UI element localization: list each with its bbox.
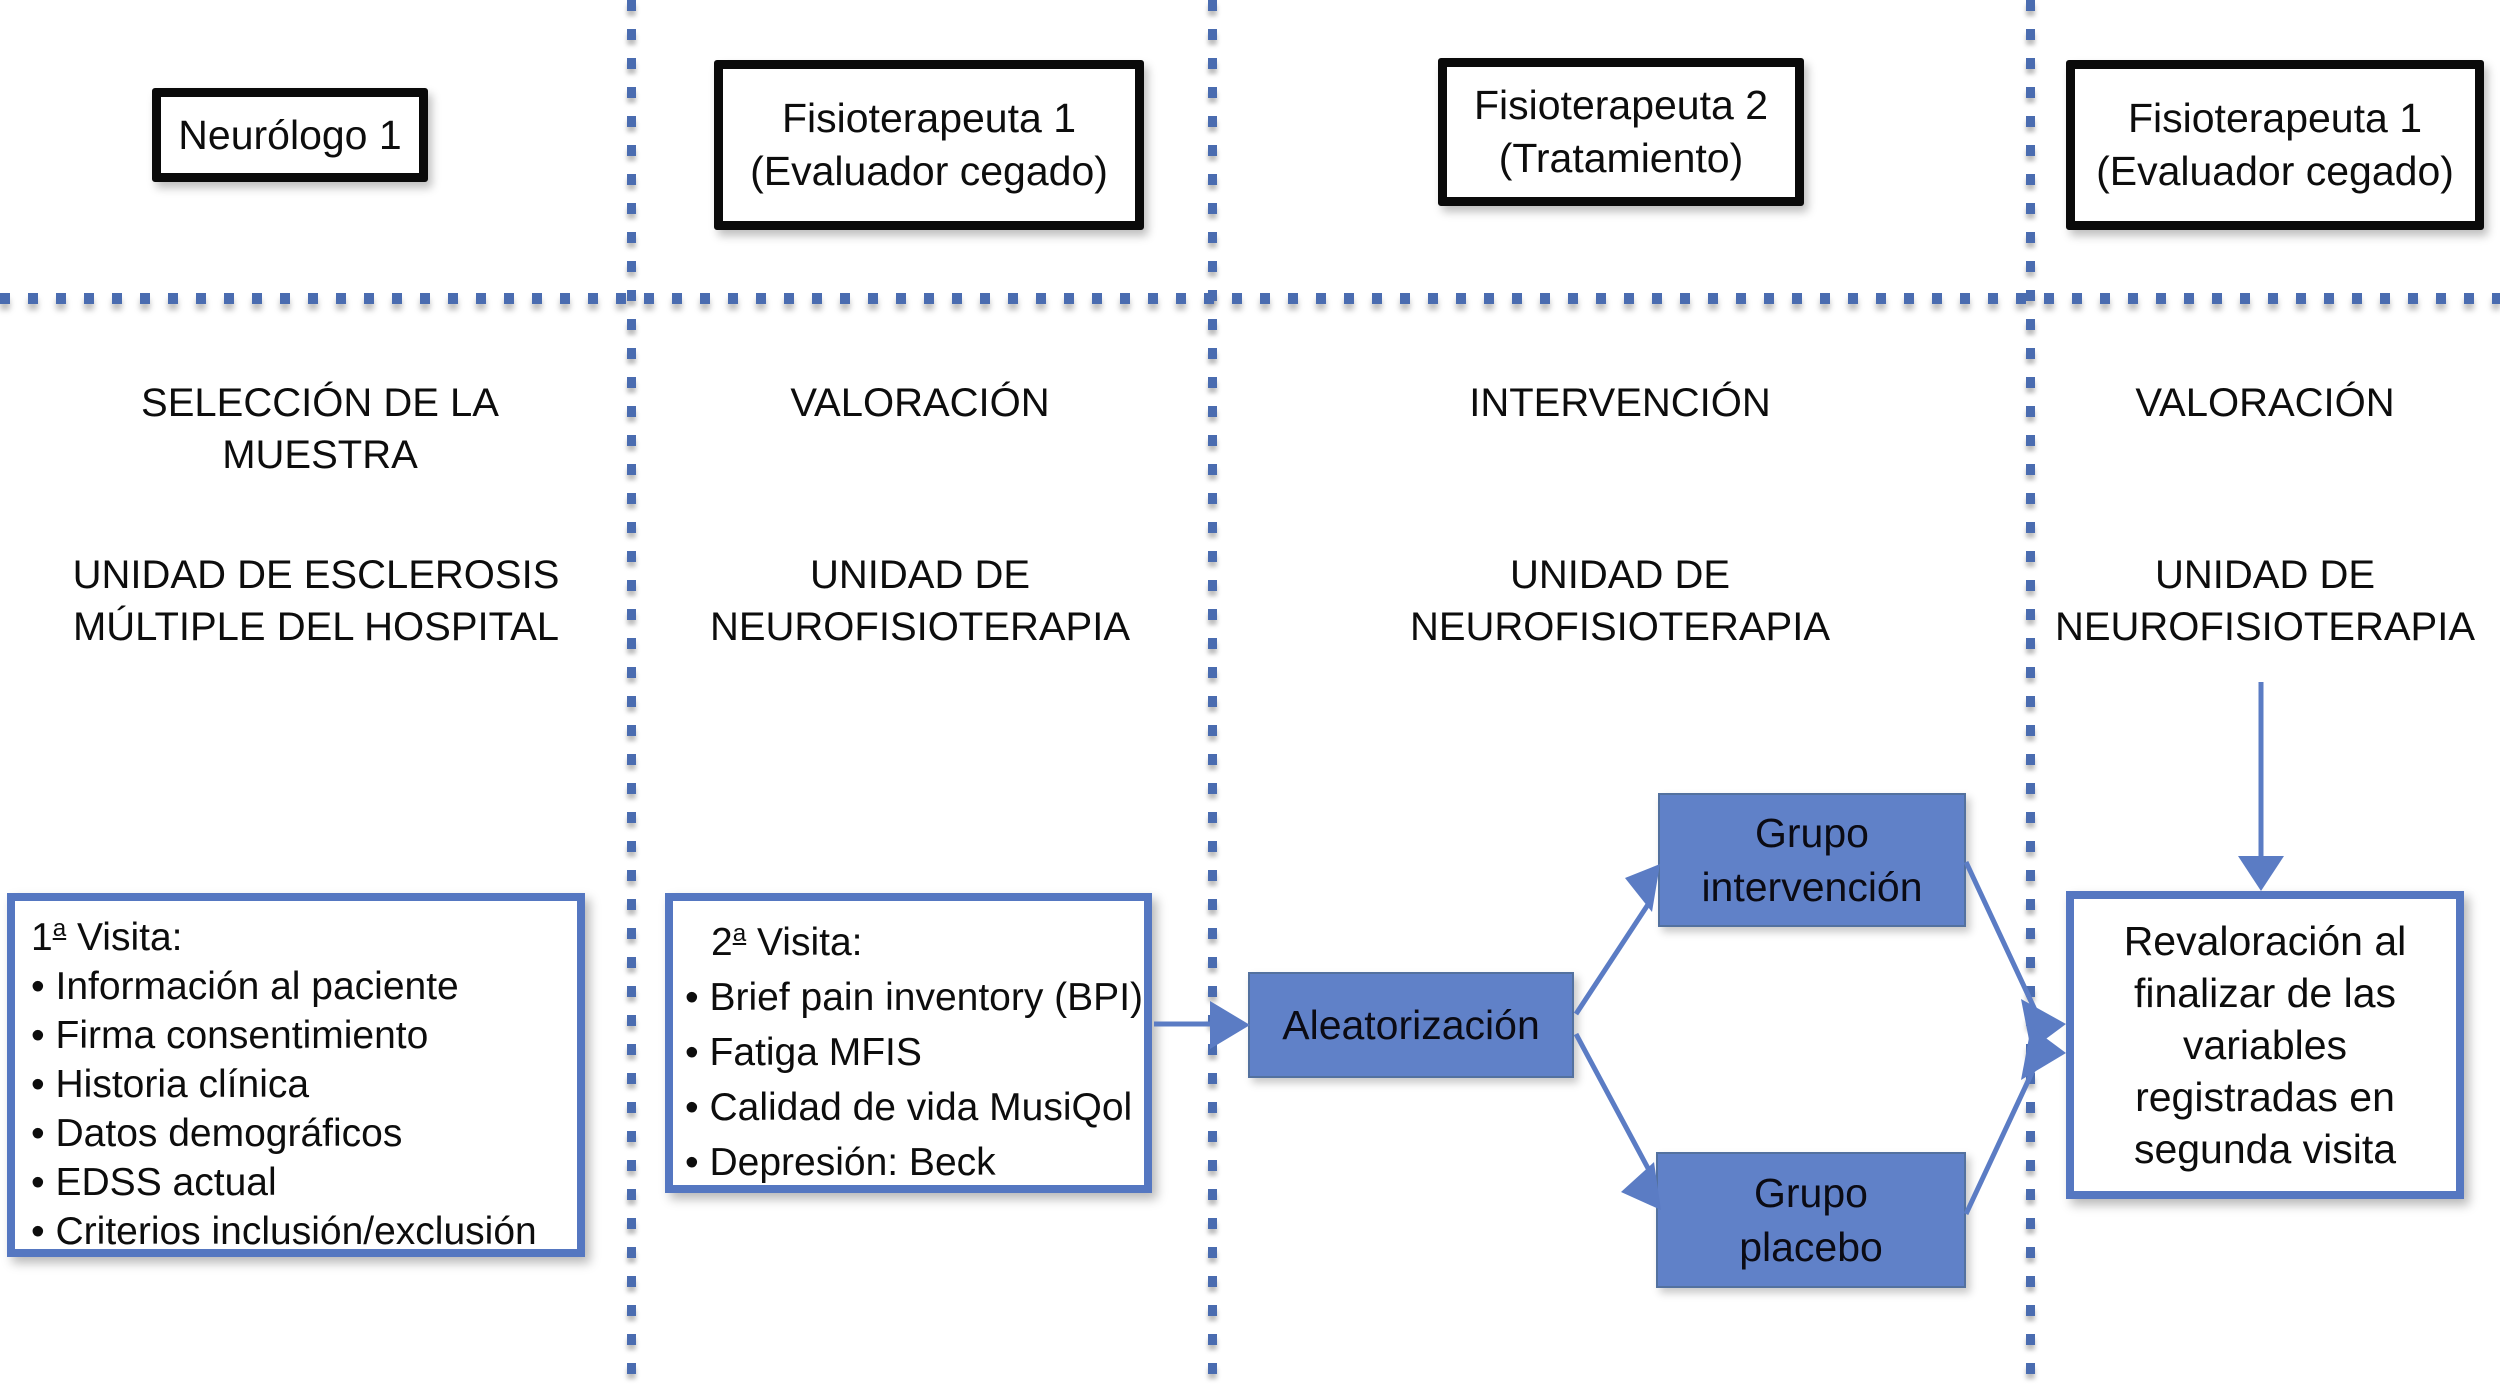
actor-box-physio1-assessment: Fisioterapeuta 1 (Evaluador cegado) [714,60,1144,230]
actor-sublabel: (Tratamiento) [1498,135,1744,181]
header-separator [0,293,2500,304]
reassessment-line: registradas en [2135,1074,2395,1120]
unit-label-neurophysio-3: UNIDAD DE NEUROFISIOTERAPIA [2030,549,2500,653]
visit2-item: Calidad de vida MusiQol [685,1080,1140,1135]
visit1-box: 1a Visita: Información al paciente Firma… [7,893,585,1257]
group-placebo-box: Grupo placebo [1656,1152,1966,1288]
actor-label: Fisioterapeuta 1 [2127,95,2422,141]
unit-label-neurophysio-2: UNIDAD DE NEUROFISIOTERAPIA [1340,549,1900,653]
randomization-label: Aleatorización [1282,1002,1540,1048]
group-line: placebo [1739,1224,1883,1270]
column-separator-3 [2026,0,2035,1388]
actor-box-neurologist: Neurólogo 1 [152,88,428,182]
unit-line: UNIDAD DE ESCLEROSIS [72,553,560,597]
phase-line: INTERVENCIÓN [1469,381,1771,425]
actor-sublabel: (Evaluador cegado) [750,148,1108,194]
visit2-item: Brief pain inventory (BPI) [685,970,1144,1025]
phase-line: VALORACIÓN [790,381,1050,425]
actor-label: Fisioterapeuta 2 [1473,82,1768,128]
phase-header-selection: SELECCIÓN DE LA MUESTRA [40,377,600,481]
arrowhead-reassessment-top [2238,856,2284,891]
visit1-title: 1a Visita: [31,915,183,959]
reassessment-line: Revaloración al [2123,918,2407,964]
unit-line: NEUROFISIOTERAPIA [709,605,1131,649]
group-intervention-box: Grupo intervención [1658,793,1966,927]
ordinal-suffix: a [732,920,747,947]
phase-header-intervention: INTERVENCIÓN [1340,377,1900,429]
ordinal-suffix: a [52,915,67,942]
unit-line: NEUROFISIOTERAPIA [1409,605,1831,649]
unit-line: MÚLTIPLE DEL HOSPITAL [72,605,560,649]
visit1-item: EDSS actual [31,1158,569,1207]
visit1-item: Datos demográficos [31,1109,569,1158]
reassessment-line: finalizar de las [2133,970,2397,1016]
column-separator-1 [627,0,636,1388]
unit-line: UNIDAD DE [1509,553,1731,597]
reassessment-line: variables [2182,1022,2348,1068]
arrow-randomization-to-intervention [1573,901,1652,1016]
reassessment-line: segunda visita [2133,1126,2397,1172]
actor-label: Neurólogo 1 [178,111,402,158]
phase-header-reassessment: VALORACIÓN [2030,377,2500,429]
visit2-item: Fatiga MFIS [685,1025,1140,1080]
group-line: Grupo [1754,1170,1868,1216]
unit-label-ms-unit: UNIDAD DE ESCLEROSIS MÚLTIPLE DEL HOSPIT… [0,549,632,653]
unit-label-neurophysio-1: UNIDAD DE NEUROFISIOTERAPIA [640,549,1200,653]
reassessment-box: Revaloración al finalizar de las variabl… [2066,891,2464,1199]
visit1-item: Historia clínica [31,1060,569,1109]
actor-label: Fisioterapeuta 1 [781,95,1076,141]
phase-line: VALORACIÓN [2135,381,2395,425]
actor-box-physio1-reassessment: Fisioterapeuta 1 (Evaluador cegado) [2066,60,2484,230]
visit2-box: 2a Visita: Brief pain inventory (BPI) Fa… [665,893,1152,1193]
phase-line: SELECCIÓN DE LA [141,381,499,425]
phase-line: MUESTRA [222,433,418,477]
actor-sublabel: (Evaluador cegado) [2096,148,2454,194]
visit2-title: 2a Visita: [711,920,863,964]
unit-line: NEUROFISIOTERAPIA [2054,605,2476,649]
arrow-randomization-to-placebo [1573,1032,1653,1174]
arrowhead-intervention [1625,864,1660,912]
visit2-item: Depresión: Beck [685,1135,1140,1190]
arrowhead-placebo [1621,1162,1661,1210]
group-line: Grupo [1755,810,1869,856]
visit1-item: Información al paciente [31,962,569,1011]
group-line: intervención [1701,864,1923,910]
unit-line: UNIDAD DE [2154,553,2376,597]
visit1-item: Criterios inclusión/exclusión [31,1207,569,1256]
column-separator-2 [1208,0,1217,1388]
randomization-box: Aleatorización [1248,972,1574,1078]
unit-line: UNIDAD DE [809,553,1031,597]
phase-header-assessment: VALORACIÓN [640,377,1200,429]
actor-box-physio2-treatment: Fisioterapeuta 2 (Tratamiento) [1438,58,1804,206]
visit1-item: Firma consentimiento [31,1011,569,1060]
